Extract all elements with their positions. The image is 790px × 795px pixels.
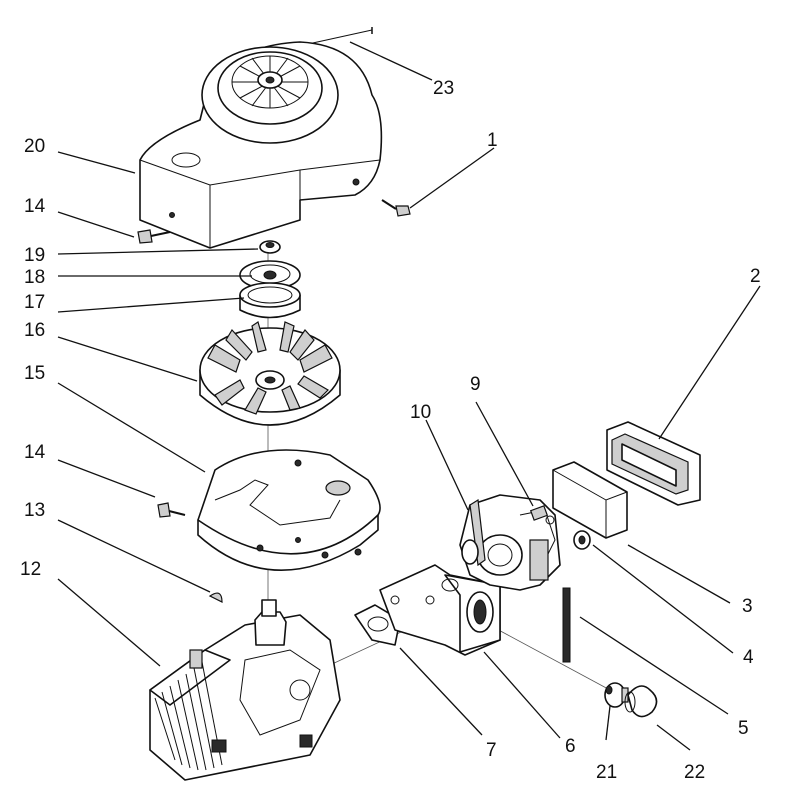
- part-4-grommet: [573, 530, 591, 550]
- part-14-screw-lower: [157, 502, 186, 518]
- callout-22: 22: [684, 762, 705, 783]
- callout-labels: 23 1 20 14 19 18 17 16 15 14 13 12 2 3 4…: [20, 78, 761, 783]
- part-22-primer-bulb: [624, 685, 658, 718]
- callout-3: 3: [742, 596, 753, 617]
- part-14-screw-upper: [137, 229, 171, 244]
- callout-5: 5: [738, 718, 749, 739]
- callout-18: 18: [24, 267, 45, 288]
- callout-23: 23: [433, 78, 454, 99]
- callout-7: 7: [486, 740, 497, 761]
- callout-14-upper: 14: [24, 196, 46, 217]
- primer-axis: [479, 619, 611, 691]
- part-13-key: [208, 592, 223, 603]
- part-5-stud: [562, 587, 571, 663]
- part-3-filter-element: [552, 461, 628, 539]
- callout-21: 21: [596, 762, 617, 783]
- callout-13: 13: [24, 500, 45, 521]
- callout-19: 19: [24, 245, 45, 266]
- callout-4: 4: [743, 647, 754, 668]
- part-20-blower-housing: [139, 41, 383, 249]
- part-15-backplate: [197, 449, 381, 571]
- callout-16: 16: [24, 320, 45, 341]
- callout-9: 9: [470, 374, 481, 395]
- callout-20: 20: [24, 136, 45, 157]
- part-1-screw: [381, 199, 411, 217]
- part-17-screen: [239, 282, 301, 319]
- callout-6: 6: [565, 736, 576, 757]
- part-9-screw: [529, 505, 549, 521]
- callout-1: 1: [487, 130, 498, 151]
- part-6-adapter: [379, 564, 501, 656]
- callout-2: 2: [750, 266, 761, 287]
- leader-lines: [57, 41, 761, 751]
- callout-12: 12: [20, 559, 41, 580]
- part-2-filter-cover: [606, 421, 701, 506]
- callout-14-lower: 14: [24, 442, 46, 463]
- part-12-engine-block: [149, 599, 341, 781]
- callout-17: 17: [24, 292, 45, 313]
- callout-15: 15: [24, 363, 45, 384]
- part-16-flywheel: [199, 321, 341, 426]
- part-19-nut: [259, 240, 281, 254]
- callout-10: 10: [410, 402, 431, 423]
